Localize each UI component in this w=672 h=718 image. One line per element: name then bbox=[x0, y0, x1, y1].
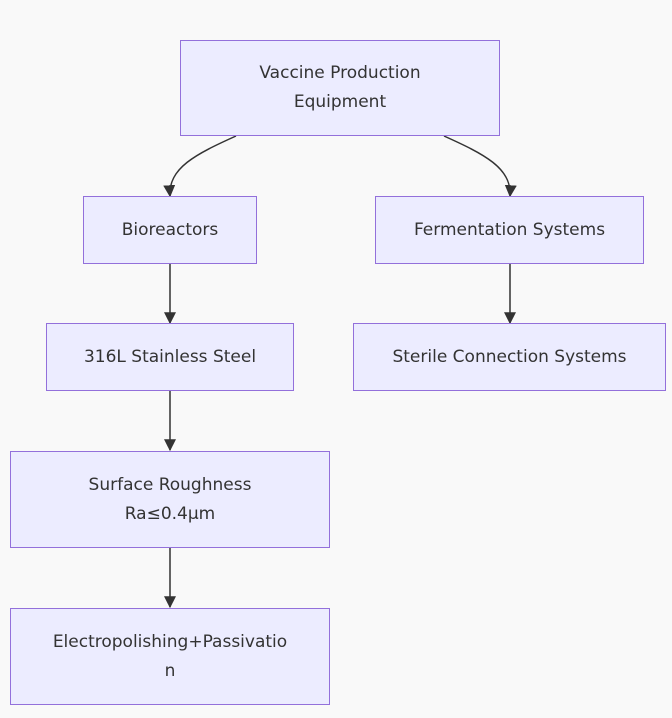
node-label-line: Vaccine Production bbox=[259, 63, 421, 83]
node-label-line: Ra≤0.4μm bbox=[124, 503, 216, 524]
edge-vaccine-to-bioreactors bbox=[163, 135, 237, 198]
node-label-line: n bbox=[164, 660, 176, 681]
node-316l-stainless-steel: 316L Stainless Steel bbox=[46, 323, 294, 391]
node-label: Surface Roughness Ra≤0.4μm bbox=[89, 471, 252, 529]
node-label-line: Electropolishing+Passivatio bbox=[52, 631, 288, 652]
node-label: Fermentation Systems bbox=[413, 219, 606, 240]
node-label-line: Equipment bbox=[293, 92, 387, 112]
node-surface-roughness: Surface Roughness Ra≤0.4μm bbox=[10, 451, 330, 548]
edge-vaccine-to-fermentation bbox=[443, 135, 517, 198]
node-bioreactors: Bioreactors bbox=[83, 196, 257, 264]
node-electropolishing-passivation: Electropolishing+Passivatio n bbox=[10, 608, 330, 705]
node-label: Sterile Connection Systems bbox=[392, 346, 627, 367]
node-label: Vaccine Production Equipment bbox=[259, 59, 420, 117]
node-label-line: Surface Roughness bbox=[88, 474, 252, 495]
node-label: 316L Stainless Steel bbox=[83, 346, 257, 367]
node-fermentation-systems: Fermentation Systems bbox=[375, 196, 644, 264]
node-label: Electropolishing+Passivatio n bbox=[53, 628, 287, 686]
node-sterile-connection-systems: Sterile Connection Systems bbox=[353, 323, 666, 391]
node-vaccine-production-equipment: Vaccine Production Equipment bbox=[180, 40, 500, 136]
node-label: Bioreactors bbox=[121, 219, 219, 240]
